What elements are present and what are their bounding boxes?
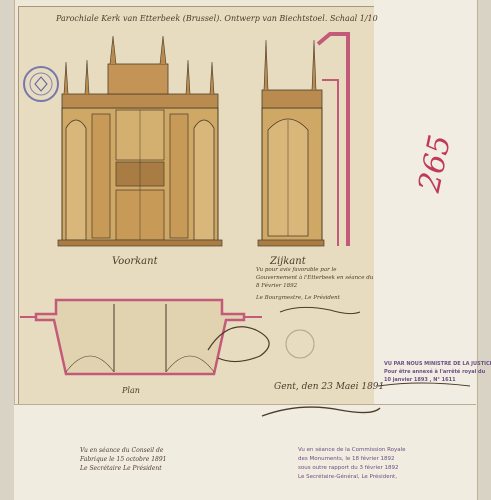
signature-scrawl-2 <box>279 306 361 315</box>
commission-line-1: Vu en séance de la Commission Royale <box>298 447 406 453</box>
place-date: Gent, den 23 Maei 1891 <box>274 382 385 392</box>
stamp-line-3: 10 janvier 1893 , N° 1611 <box>384 377 456 383</box>
council-line-2: Fabrique le 15 octobre 1891 <box>80 456 167 463</box>
approval-line-2: Gouvernement à l'Etterbeek en séance du <box>256 275 374 281</box>
commission-line-2: des Monuments, le 18 février 1892 <box>298 456 395 462</box>
label-front: Voorkant <box>112 256 158 267</box>
side-elevation <box>257 32 350 247</box>
ministry-stamp: VU PAR NOUS MINISTRE DE LA JUSTICE Pour … <box>384 360 491 384</box>
drawing-title: Parochiale Kerk van Etterbeek (Brussel).… <box>56 14 378 23</box>
stamp-line-1: VU PAR NOUS MINISTRE DE LA JUSTICE <box>384 361 491 367</box>
approval-note: Vu pour avis favorable par le Gouverneme… <box>256 266 373 302</box>
signature-scrawl-3 <box>261 406 381 417</box>
commission-line-4: Le Secrétaire-Général, Le Président, <box>298 474 397 480</box>
paper-margin <box>374 0 476 405</box>
commission-note: Vu en séance de la Commission Royale des… <box>298 446 406 482</box>
floor-plan <box>20 298 262 376</box>
label-side: Zijkant <box>270 256 306 267</box>
signature-scrawl-1 <box>207 326 270 363</box>
label-plan: Plan <box>122 386 140 395</box>
stamp-line-2: Pour être annexé à l'arrêté royal du <box>384 369 486 375</box>
ink-seal-stamp <box>23 66 59 102</box>
signature-scrawl-4 <box>377 382 471 387</box>
commission-line-3: sous outre rapport du 3 février 1892 <box>298 465 399 471</box>
front-elevation <box>57 35 223 247</box>
approval-signers: Le Bourgmestre, Le Président <box>256 295 340 301</box>
approval-line-3: 8 Février 1892 <box>256 283 298 289</box>
council-line-1: Vu en séance du Conseil de <box>80 447 164 454</box>
council-note: Vu en séance du Conseil de Fabrique le 1… <box>80 446 166 473</box>
approval-strip <box>14 404 476 500</box>
embossed-seal <box>285 329 315 359</box>
council-line-3: Le Secrétaire Le Président <box>80 465 162 472</box>
approval-line-1: Vu pour avis favorable par le <box>256 267 337 273</box>
